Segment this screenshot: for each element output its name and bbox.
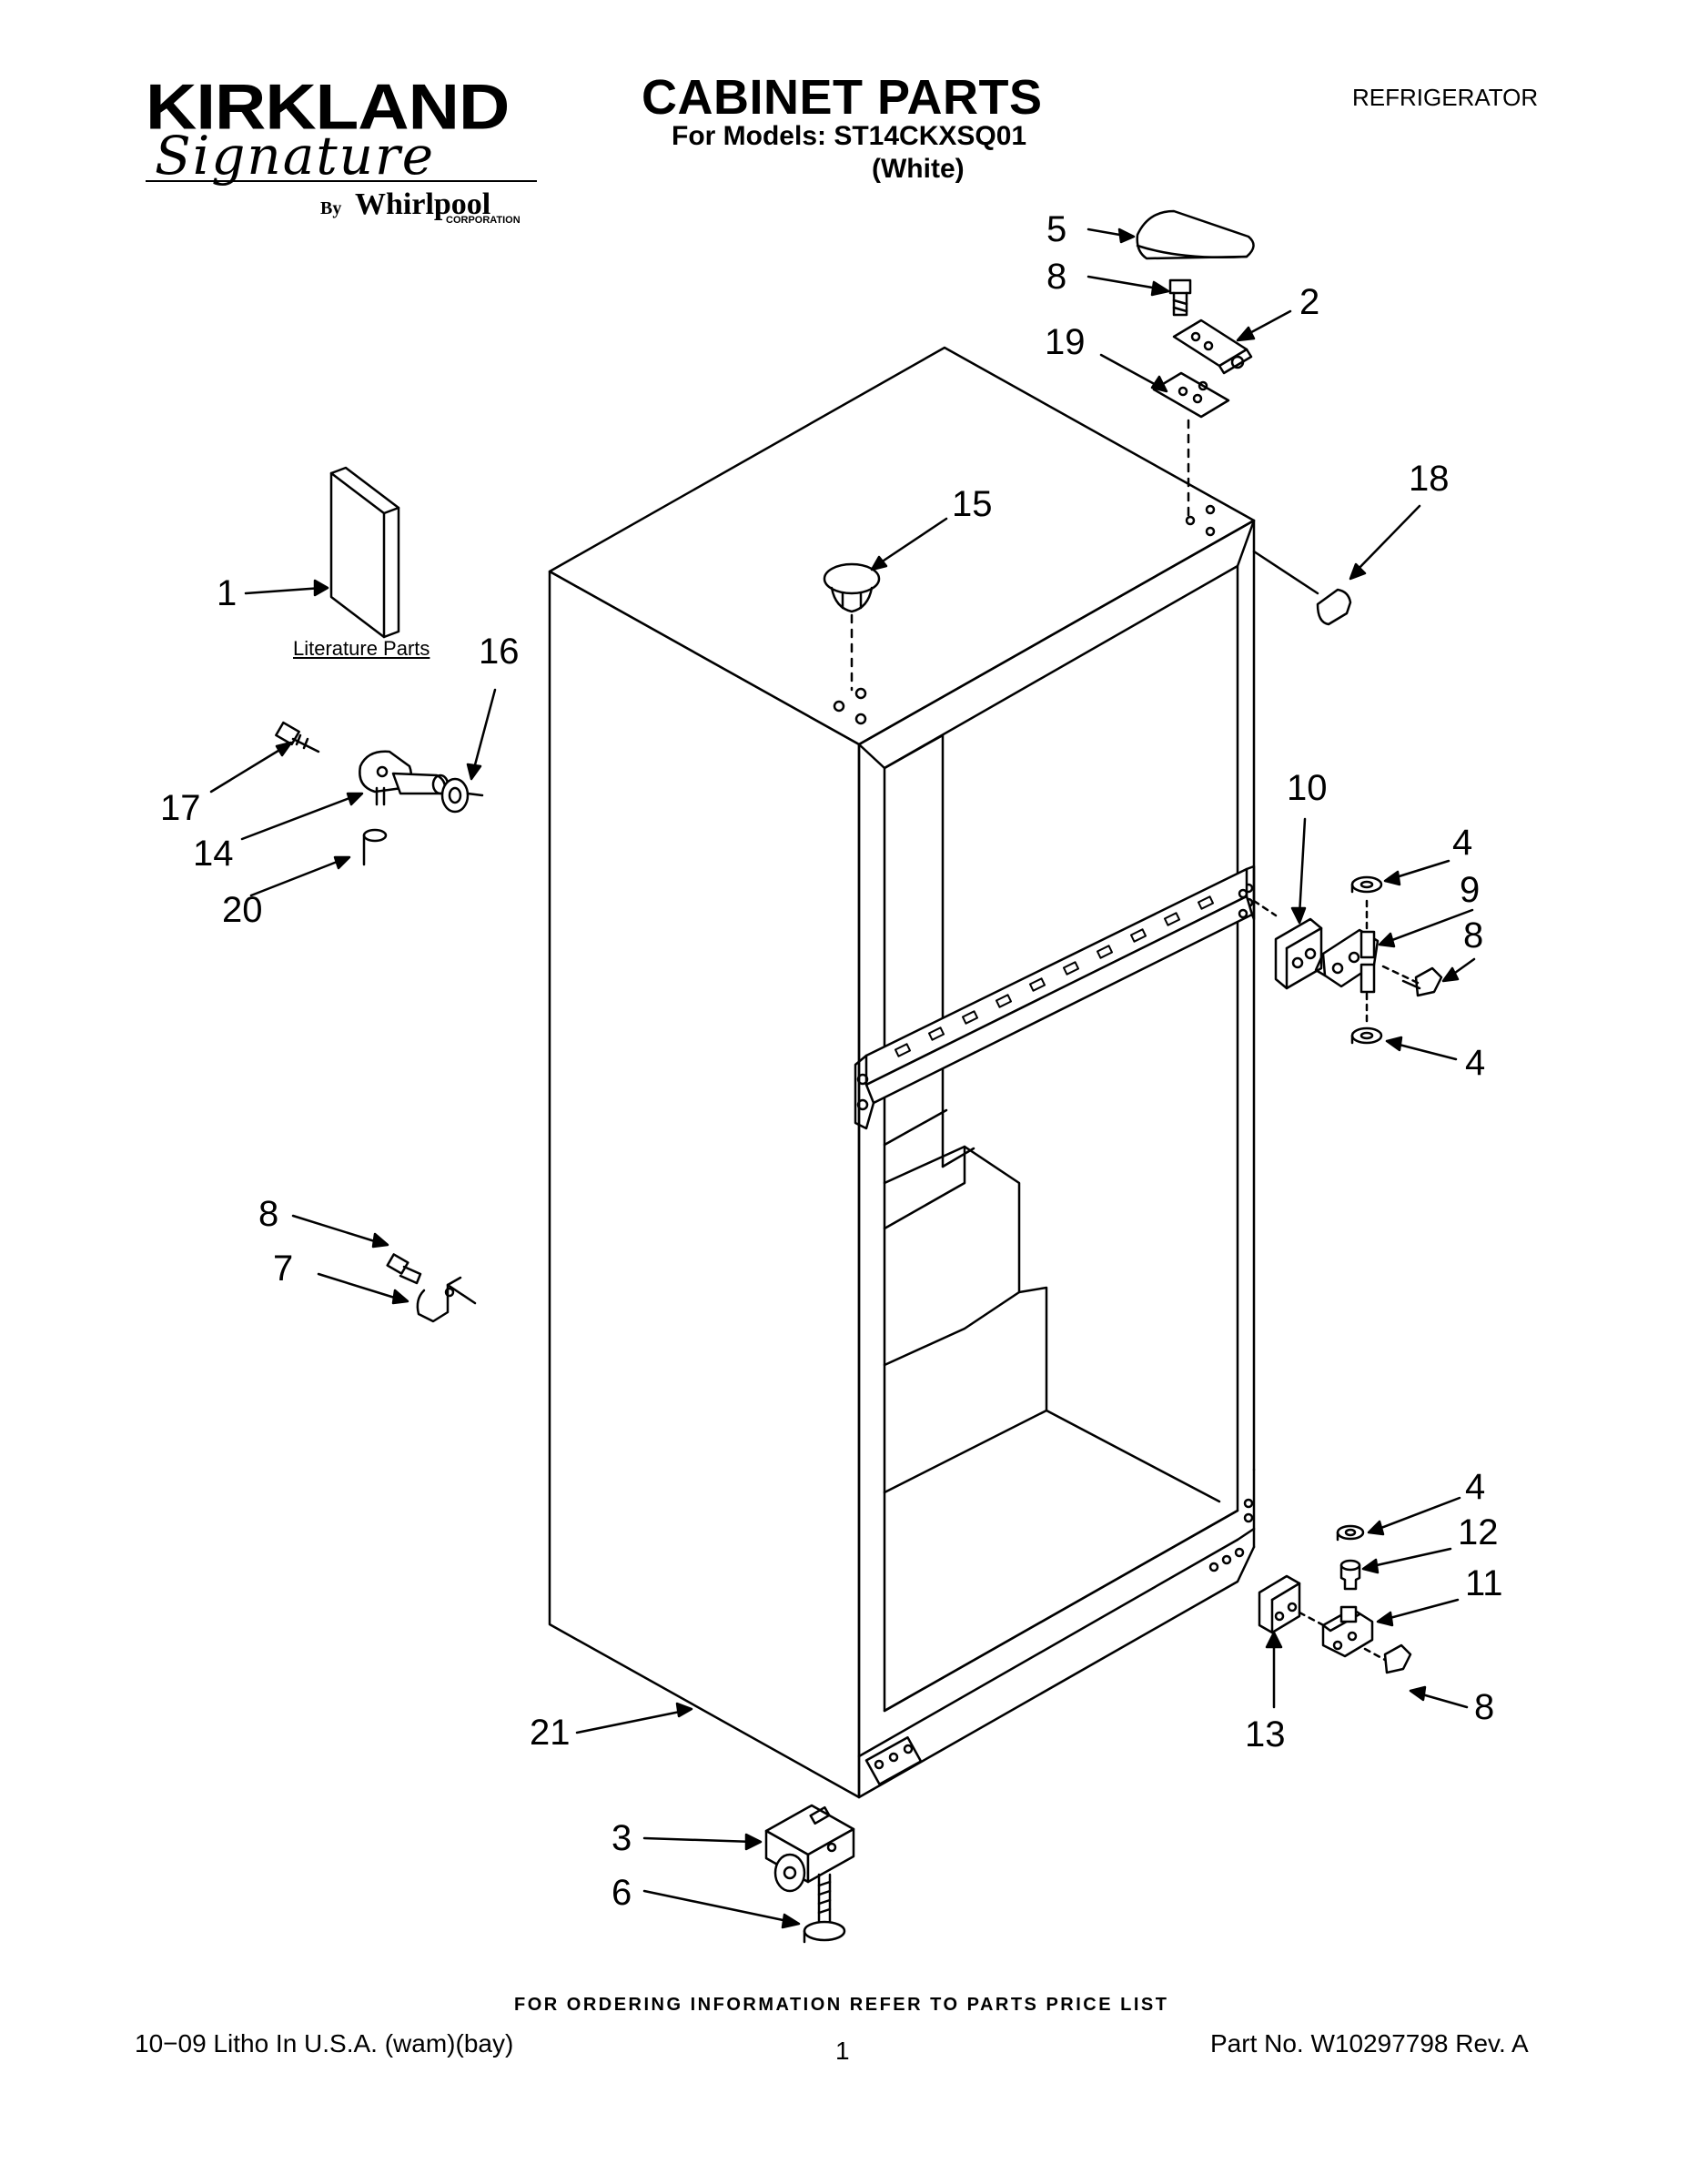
part-15-plug-button (824, 564, 879, 612)
part-3-roller-assembly (766, 1805, 854, 1891)
callout-leaders (211, 229, 1474, 1927)
appliance-category: REFRIGERATOR (1352, 84, 1539, 111)
literature-parts-label: Literature Parts (293, 637, 430, 660)
part-17-screw (276, 723, 318, 752)
assembly-line-mid-hinge-2 (1254, 901, 1276, 915)
model-number: For Models: ST14CKXSQ01 (672, 121, 1027, 151)
part-4-washer-mid-top (1352, 877, 1381, 892)
part-18-leader-ext (1254, 551, 1318, 593)
callout-6: 6 (612, 1873, 632, 1913)
cabinet-body (550, 348, 1254, 1797)
part-8-screw-top (1170, 280, 1190, 315)
callout-1: 1 (217, 573, 238, 613)
print-info: 10−09 Litho In U.S.A. (wam)(bay) (135, 2029, 514, 2058)
part-14-handle-stud (359, 752, 448, 804)
callout-10: 10 (1287, 768, 1328, 808)
part-16-spacer-washer (442, 779, 482, 812)
page-number: 1 (835, 2037, 850, 2065)
page-title: CABINET PARTS (642, 70, 1043, 125)
manufacturer-logo: Whirlpool (355, 187, 491, 221)
callout-4-mid-bottom: 4 (1465, 1043, 1486, 1083)
part-8-screw-bottom (1365, 1645, 1410, 1673)
callout-14: 14 (193, 834, 234, 874)
callout-15: 15 (952, 484, 993, 524)
assembly-line-bottom-hinge (1299, 1613, 1330, 1629)
callout-13: 13 (1245, 1714, 1286, 1754)
callout-19: 19 (1045, 322, 1086, 362)
part-8-screw-left (388, 1254, 420, 1283)
callout-8-top: 8 (1046, 257, 1067, 297)
callout-2: 2 (1299, 282, 1320, 322)
part-9-center-hinge (1316, 930, 1378, 992)
callout-16: 16 (479, 632, 520, 672)
part-1-literature (331, 468, 399, 637)
part-18-door-stop (1254, 551, 1350, 624)
part-19-hinge-shim (1154, 373, 1228, 417)
part-7-clip (418, 1278, 475, 1321)
ordering-note: FOR ORDERING INFORMATION REFER TO PARTS … (514, 1995, 1169, 2015)
part-6-leveling-leg (804, 1875, 844, 1942)
brand-logo-script: Signature (155, 125, 436, 187)
part-4-washer-mid-bottom (1352, 1028, 1381, 1043)
manufacturer-suffix: CORPORATION (446, 215, 521, 226)
part-12-hinge-pin (1341, 1561, 1359, 1589)
callout-7: 7 (273, 1249, 294, 1289)
callout-5: 5 (1046, 209, 1067, 249)
part-5-hinge-cover (1137, 211, 1254, 258)
divider-rail (855, 866, 1254, 1128)
part-number: Part No. W10297798 Rev. A (1210, 2029, 1529, 2058)
part-4-washer-bottom (1338, 1526, 1363, 1540)
part-13-hinge-shim-bottom (1259, 1576, 1299, 1633)
callout-12: 12 (1458, 1512, 1499, 1552)
part-10-hinge-spacer (1276, 919, 1321, 988)
logo-by-label: By (320, 198, 342, 218)
callout-20: 20 (222, 890, 263, 930)
callout-21: 21 (530, 1713, 571, 1753)
part-11-bottom-hinge (1323, 1607, 1372, 1656)
callout-8-mid: 8 (1463, 915, 1484, 956)
callout-17: 17 (160, 788, 201, 828)
callout-4-mid-top: 4 (1452, 823, 1473, 863)
brand-logo-text: KIRKLAND (146, 70, 510, 143)
model-color: (White) (872, 154, 965, 184)
callout-11: 11 (1465, 1563, 1503, 1603)
part-20-sleeve (364, 830, 386, 864)
callout-8-bottom: 8 (1474, 1687, 1495, 1727)
callout-9: 9 (1460, 870, 1481, 910)
callout-8-left: 8 (258, 1194, 279, 1234)
part-2-top-hinge (1174, 320, 1251, 373)
callout-18: 18 (1409, 459, 1450, 499)
logo-divider (146, 180, 537, 182)
part-8-screw-mid (1383, 966, 1441, 996)
callout-4-bottom: 4 (1465, 1467, 1486, 1507)
callout-3: 3 (612, 1818, 632, 1858)
